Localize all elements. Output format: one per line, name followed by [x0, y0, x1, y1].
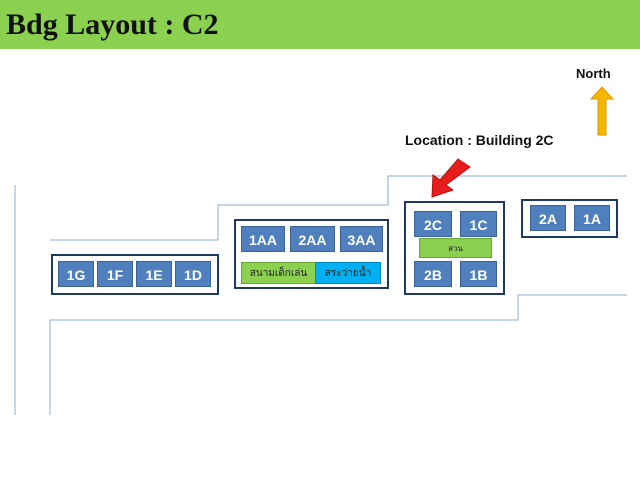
location-label: Location : Building 2C [405, 132, 554, 148]
building-1G[interactable]: 1G [58, 261, 94, 287]
north-label: North [576, 66, 611, 81]
playground-area: สนามเด็กเล่น [241, 262, 316, 284]
building-group-center: 1AA 2AA 3AA สนามเด็กเล่น สระว่ายน้ำ [234, 219, 389, 289]
building-1AA[interactable]: 1AA [241, 226, 285, 252]
building-2B[interactable]: 2B [414, 261, 452, 287]
building-1B[interactable]: 1B [460, 261, 497, 287]
north-arrow-icon [589, 86, 615, 136]
building-group-east: 2A 1A [521, 199, 618, 238]
building-2C[interactable]: 2C [414, 211, 452, 237]
page-title: Bdg Layout : C2 [6, 8, 219, 41]
building-3AA[interactable]: 3AA [340, 226, 383, 252]
inner-road-line [49, 294, 627, 415]
north-boundary-line [50, 175, 627, 241]
building-group-west: 1G 1F 1E 1D [51, 254, 219, 295]
swimming-pool-area: สระว่ายน้ำ [315, 262, 381, 284]
title-bar: Bdg Layout : C2 [0, 0, 640, 49]
building-2A[interactable]: 2A [530, 205, 566, 231]
building-1A[interactable]: 1A [574, 205, 610, 231]
building-1E[interactable]: 1E [136, 261, 172, 287]
location-arrow-icon [431, 158, 471, 198]
building-2AA[interactable]: 2AA [290, 226, 335, 252]
building-group-c: 2C 1C สวน 2B 1B [404, 201, 505, 295]
building-1D[interactable]: 1D [175, 261, 211, 287]
building-1C[interactable]: 1C [460, 211, 497, 237]
garden-area: สวน [419, 238, 492, 258]
building-1F[interactable]: 1F [97, 261, 133, 287]
